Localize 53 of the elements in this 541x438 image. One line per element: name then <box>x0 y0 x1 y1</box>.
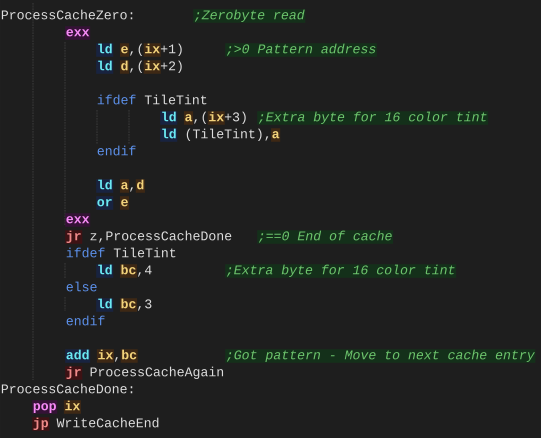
jump-instruction: jp <box>32 417 50 431</box>
instruction: or <box>96 196 114 210</box>
register: bc <box>120 349 138 363</box>
jump-instruction: jr <box>65 230 82 244</box>
code-text: TileTint <box>144 94 206 104</box>
instruction: ld <box>96 298 114 312</box>
register: ix <box>144 43 161 57</box>
code-text: +2) <box>160 60 182 73</box>
code-text: TileTint <box>114 248 176 258</box>
instruction: exx <box>65 213 90 227</box>
instruction: ld <box>160 111 178 125</box>
register: ix <box>144 60 161 74</box>
code-text: (TileTint), <box>186 128 268 141</box>
comment: ;Got pattern - Move to next cache entry <box>225 349 536 363</box>
comment: ;==0 End of cache <box>257 230 394 244</box>
instruction: exx <box>65 26 90 40</box>
directive: endif <box>98 146 136 156</box>
instruction: ld <box>96 43 114 57</box>
code-text: ,4 <box>138 266 152 277</box>
code-text: , <box>115 357 118 362</box>
comment: ;Zerobyte read <box>193 9 306 23</box>
code-text: z,ProcessCacheDone <box>90 230 232 243</box>
code-text: , <box>130 187 133 192</box>
instruction: ld <box>160 128 178 142</box>
directive: ifdef <box>66 248 105 258</box>
directive: ifdef <box>98 94 136 104</box>
instruction: ld <box>96 264 114 278</box>
code-text: +1) <box>160 44 182 56</box>
register: ix <box>208 111 225 125</box>
instruction: ld <box>96 60 114 74</box>
code-label: ProcessCacheDone: <box>2 384 132 394</box>
code-text: ,3 <box>138 299 152 311</box>
code-label: ProcessCacheZero: <box>2 10 132 20</box>
instruction: ld <box>96 179 114 193</box>
comment: ;Extra byte for 16 color tint <box>257 111 488 125</box>
register: bc <box>120 264 137 278</box>
instruction: add <box>65 349 90 363</box>
code-text: ,( <box>194 112 206 124</box>
register: a <box>271 128 280 142</box>
code-text: +3) <box>224 112 246 124</box>
code-text: ,( <box>130 60 142 73</box>
register: ix <box>64 400 81 414</box>
register: ix <box>96 349 114 363</box>
jump-instruction: jr <box>65 366 82 380</box>
code-text: ProcessCacheAgain <box>90 366 224 379</box>
code-text: ,( <box>130 44 142 56</box>
directive: else <box>66 282 97 292</box>
code-text: WriteCacheEnd <box>56 418 158 428</box>
register: bc <box>120 298 137 312</box>
directive: endif <box>66 316 105 326</box>
instruction: pop <box>32 400 58 414</box>
comment: ;>0 Pattern address <box>225 43 377 57</box>
comment: ;Extra byte for 16 color tint <box>225 264 456 278</box>
